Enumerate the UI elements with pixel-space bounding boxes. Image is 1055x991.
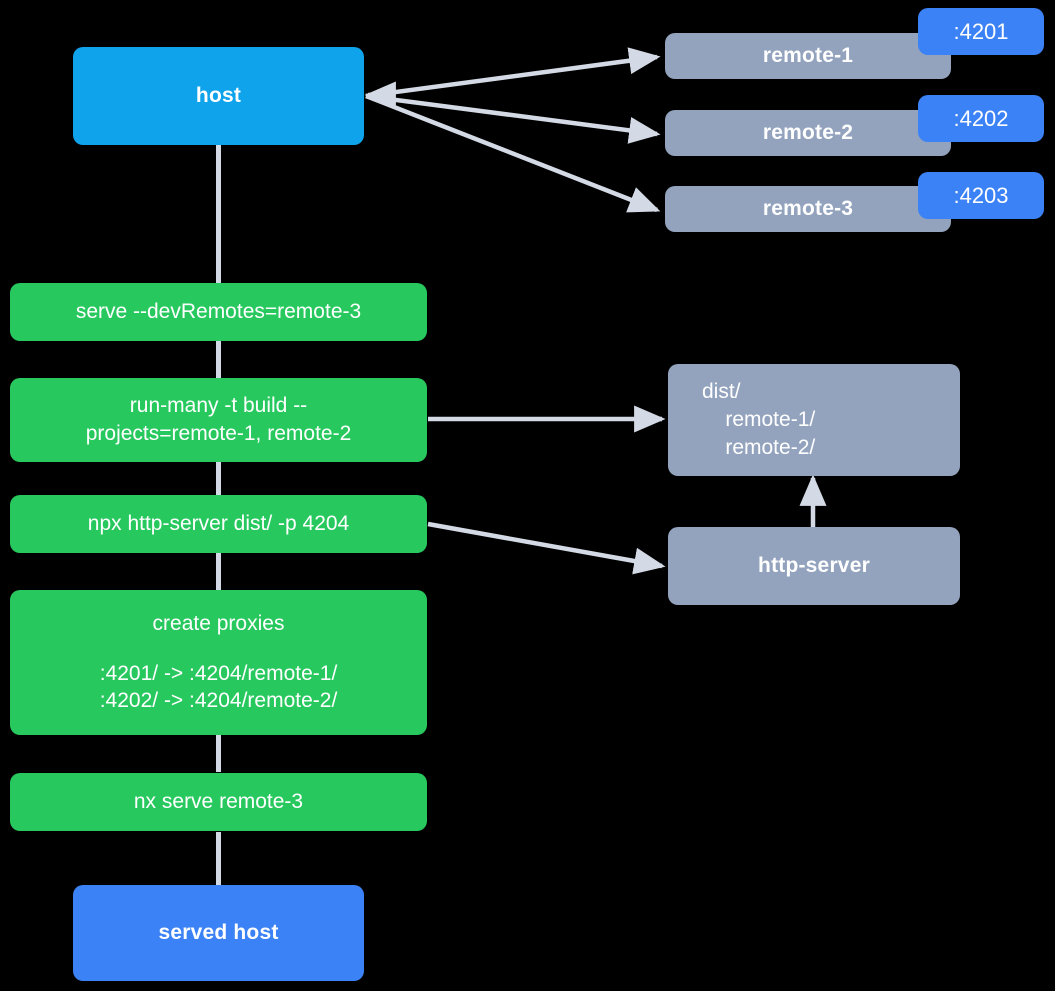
node-remote-1-label: remote-1 — [762, 44, 854, 68]
edge-npx-to-httpserver — [427, 521, 666, 575]
node-remote-3[interactable]: remote-3 — [665, 186, 951, 232]
command-run-many-build-line-1: run-many -t build -- — [129, 394, 308, 418]
node-remote-2[interactable]: remote-2 — [665, 110, 951, 156]
node-http-server[interactable]: http-server — [668, 527, 960, 605]
node-dist-line-2: remote-1/ — [702, 408, 816, 432]
node-served-host-label: served host — [158, 921, 279, 945]
port-badge-remote-3-label: :4203 — [953, 182, 1009, 208]
command-create-proxies-title: create proxies — [152, 611, 285, 635]
command-nx-serve-remote-3-line-1: nx serve remote-3 — [133, 790, 304, 814]
edge-host-to-remote-1 — [365, 47, 661, 99]
command-run-many-build[interactable]: run-many -t build -- projects=remote-1, … — [10, 378, 427, 462]
node-dist-line-1: dist/ — [702, 380, 741, 404]
command-serve-dev-remotes[interactable]: serve --devRemotes=remote-3 — [10, 283, 427, 341]
command-create-proxies-line-1: :4201/ -> :4204/remote-1/ — [99, 661, 338, 685]
node-served-host[interactable]: served host — [73, 885, 364, 981]
port-badge-remote-1-label: :4201 — [953, 18, 1009, 44]
node-remote-2-label: remote-2 — [762, 121, 854, 145]
node-dist-line-3: remote-2/ — [702, 435, 816, 459]
port-badge-remote-2-label: :4202 — [953, 105, 1009, 131]
edge-host-to-remote-3 — [365, 93, 661, 213]
connector-serve-to-runmany — [216, 340, 221, 380]
connector-host-to-serve — [216, 145, 221, 285]
command-create-proxies-line-2: :4202/ -> :4204/remote-2/ — [99, 689, 338, 713]
node-dist-folder[interactable]: dist/ remote-1/ remote-2/ — [668, 364, 960, 476]
node-host-label: host — [195, 84, 242, 108]
command-npx-http-server-line-1: npx http-server dist/ -p 4204 — [87, 512, 350, 536]
node-http-server-label: http-server — [758, 554, 870, 578]
edge-host-to-remote-2 — [365, 93, 661, 144]
node-remote-1[interactable]: remote-1 — [665, 33, 951, 79]
connector-proxies-to-nxserve — [216, 734, 221, 772]
command-serve-dev-remotes-line-1: serve --devRemotes=remote-3 — [75, 300, 362, 324]
connector-npx-to-proxies — [216, 553, 221, 591]
command-nx-serve-remote-3[interactable]: nx serve remote-3 — [10, 773, 427, 831]
port-badge-remote-2: :4202 — [918, 95, 1044, 142]
port-badge-remote-1: :4201 — [918, 8, 1044, 55]
command-create-proxies[interactable]: create proxies :4201/ -> :4204/remote-1/… — [10, 590, 427, 735]
connector-nxserve-to-servedhost — [216, 832, 221, 885]
connector-runmany-to-npx — [216, 460, 221, 496]
port-badge-remote-3: :4203 — [918, 172, 1044, 219]
node-remote-3-label: remote-3 — [762, 197, 854, 221]
command-npx-http-server[interactable]: npx http-server dist/ -p 4204 — [10, 495, 427, 553]
command-run-many-build-line-2: projects=remote-1, remote-2 — [85, 422, 352, 445]
node-host[interactable]: host — [73, 47, 364, 145]
